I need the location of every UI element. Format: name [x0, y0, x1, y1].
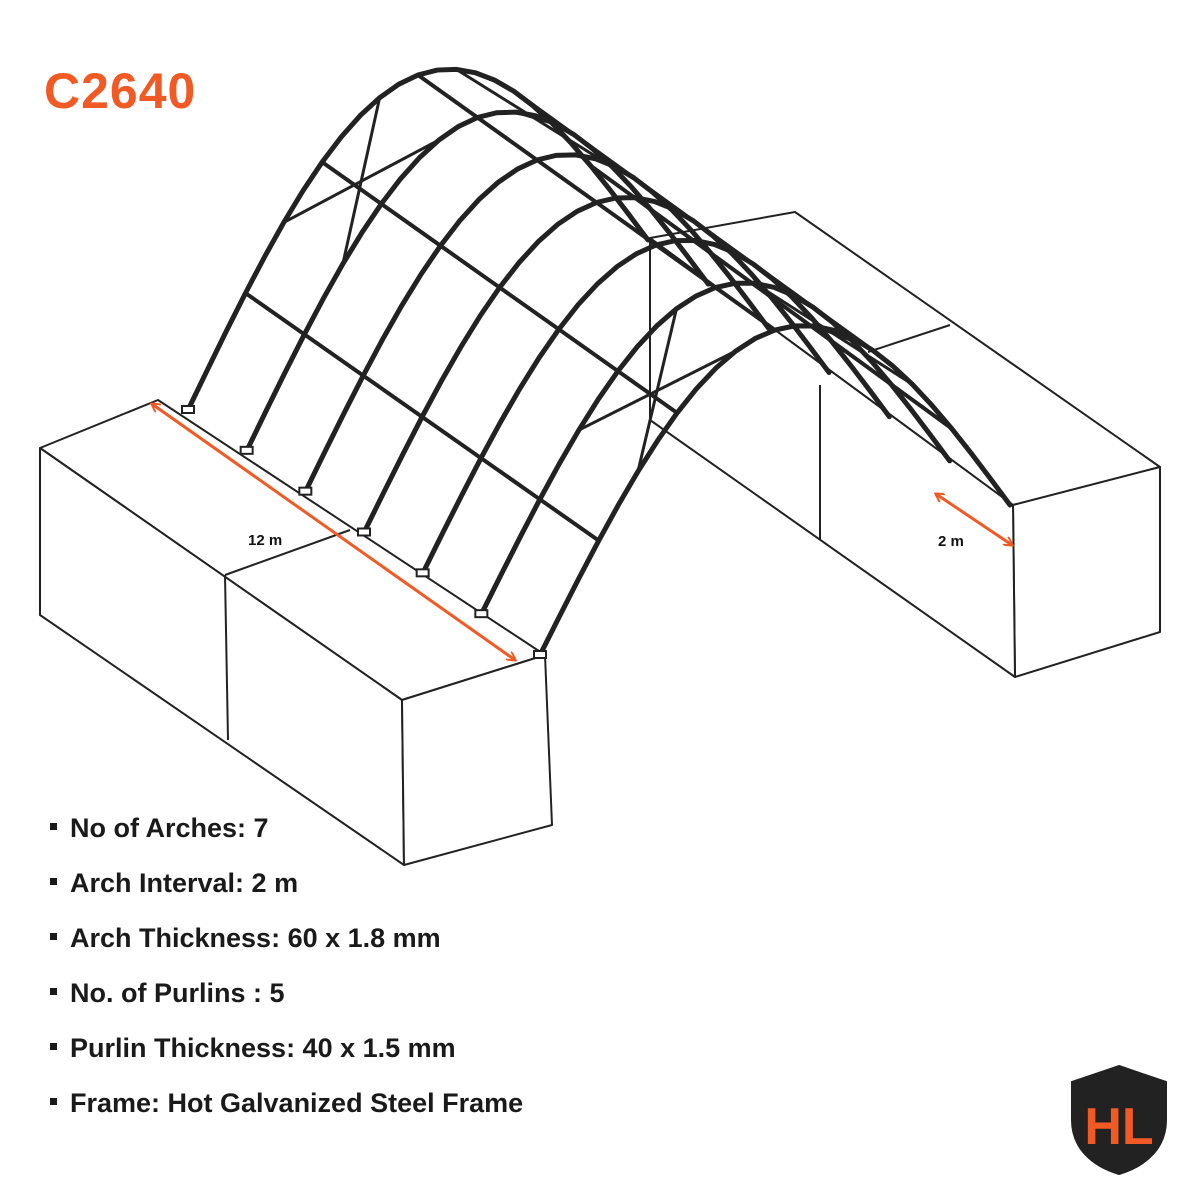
width-dimension: 2 m	[936, 494, 1012, 550]
arch-frame	[185, 66, 1013, 658]
bullet-icon	[50, 823, 57, 831]
length-dimension: 12 m	[152, 404, 515, 660]
base-plate	[298, 486, 313, 496]
spec-item-interval: Arch Interval: 2 m	[50, 861, 523, 916]
bullet-icon	[50, 1043, 57, 1051]
logo-letters: HL	[1084, 1098, 1153, 1156]
arch-member	[185, 66, 651, 413]
left-block-side	[401, 654, 553, 866]
spec-item-arch-thickness: Arch Thickness: 60 x 1.8 mm	[50, 916, 523, 971]
right-block-side	[1012, 466, 1161, 678]
base-plate	[357, 527, 371, 537]
purlin	[588, 163, 954, 431]
spec-item-arches: No of Arches: 7	[50, 806, 523, 861]
spec-list: No of Arches: 7 Arch Interval: 2 m Arch …	[50, 806, 523, 1136]
length-label: 12 m	[248, 532, 282, 549]
diagonal-brace	[514, 110, 554, 125]
width-label: 2 m	[938, 533, 964, 550]
width-arrow	[936, 494, 1012, 545]
hl-shield-logo: HL	[1071, 1064, 1167, 1176]
diagonal-brace	[636, 307, 678, 474]
right-container-block	[649, 211, 1161, 678]
spec-item-purlins: No. of Purlins : 5	[50, 971, 523, 1026]
base-plate	[533, 650, 547, 659]
base-plate	[239, 445, 254, 455]
bullet-icon	[50, 1098, 57, 1106]
bullet-icon	[50, 988, 57, 996]
diagonal-brace	[341, 96, 382, 266]
length-arrow	[152, 404, 515, 660]
spec-item-frame: Frame: Hot Galvanized Steel Frame	[50, 1081, 523, 1136]
base-plate	[181, 405, 195, 414]
base-plate	[415, 568, 430, 578]
diagonal-brace	[812, 324, 854, 343]
product-title: C2640	[44, 63, 197, 119]
purlin	[416, 73, 777, 332]
right-block-seam	[867, 324, 951, 353]
base-plate	[474, 609, 489, 619]
bullet-icon	[50, 878, 57, 886]
purlin	[320, 160, 680, 415]
purlin	[511, 89, 875, 353]
spec-item-purlin-thickness: Purlin Thickness: 40 x 1.5 mm	[50, 1026, 523, 1081]
shield-icon	[1071, 1064, 1167, 1176]
bullet-icon	[50, 933, 57, 941]
